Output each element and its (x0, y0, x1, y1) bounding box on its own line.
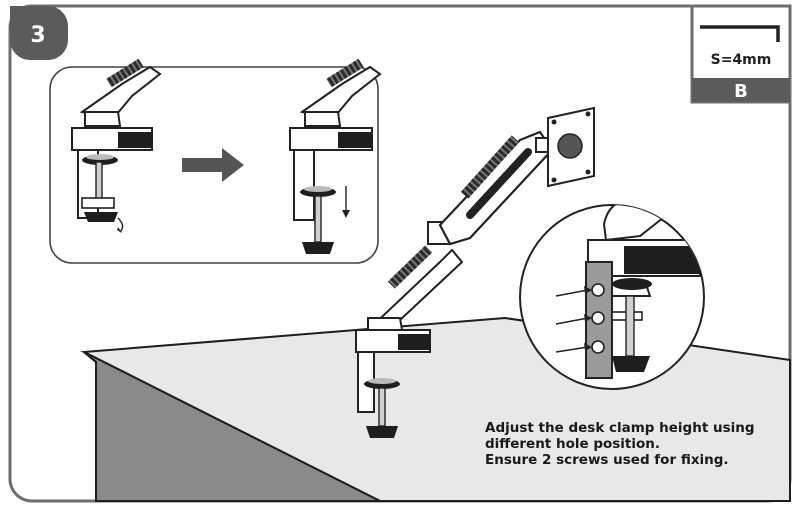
step-number: 3 (30, 23, 45, 48)
pointer-arrow-2 (555, 317, 589, 325)
inset-panel (49, 58, 382, 264)
transition-arrow-icon (182, 148, 244, 182)
instruction-line-2: different hole position. (485, 436, 660, 452)
step-badge: 3 (10, 6, 68, 60)
tool-letter: B (734, 81, 748, 102)
tool-size-label: S=4mm (711, 52, 772, 68)
instruction-caption: Adjust the desk clamp height using diffe… (485, 420, 755, 468)
vesa-plate (547, 106, 595, 188)
clamp-before (71, 58, 162, 233)
magnified-detail (519, 204, 705, 390)
pointer-arrow-1 (555, 289, 589, 297)
pointer-arrow-3 (555, 346, 589, 353)
instruction-line-1: Adjust the desk clamp height using (485, 420, 755, 436)
hex-key-icon (700, 25, 780, 42)
monitor-arm (355, 106, 595, 438)
instruction-line-3: Ensure 2 screws used for fixing. (485, 452, 729, 468)
clamp-after (289, 58, 382, 254)
tool-box: S=4mm B (690, 4, 792, 104)
